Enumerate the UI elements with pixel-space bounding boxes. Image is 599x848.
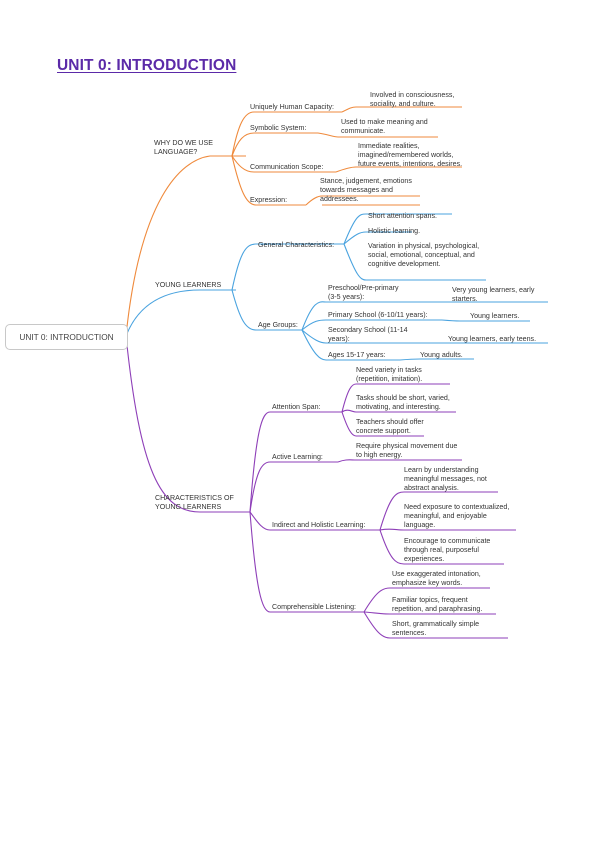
age-item-0-label: Preschool/Pre-primary (3-5 years): <box>328 284 399 301</box>
chars-branch-lines <box>125 335 516 639</box>
age-node: Age Groups: <box>258 321 298 329</box>
attention-item-1: Tasks should be short, varied, motivatin… <box>356 394 450 411</box>
comp-node: Comprehensible Listening: <box>272 603 356 611</box>
age-item-2-detail: Young learners, early teens. <box>448 335 537 343</box>
age-item-1-label: Primary School (6-10/11 years): <box>328 311 428 319</box>
chars-node: CHARACTERISTICS OF YOUNG LEARNERS <box>155 494 234 511</box>
attention-node: Attention Span: <box>272 403 321 411</box>
comp-item-0: Use exaggerated intonation, emphasize ke… <box>392 570 481 587</box>
why-item-2-label: Communication Scope: <box>250 163 324 171</box>
active-detail: Require physical movement due to high en… <box>356 442 458 459</box>
why-item-3-detail: Stance, judgement, emotions towards mess… <box>320 177 412 203</box>
indirect-item-1: Need exposure to contextualized, meaning… <box>404 503 510 529</box>
young-node: YOUNG LEARNERS <box>155 281 222 289</box>
why-item-2-detail: Immediate realities, imagined/remembered… <box>358 142 463 168</box>
why-item-3-label: Expression: <box>250 196 288 204</box>
indirect-item-2: Encourage to communicate through real, p… <box>404 537 491 563</box>
general-node: General Characteristics: <box>258 241 335 249</box>
general-item-1: Holistic learning. <box>368 227 421 235</box>
general-item-0: Short attention spans. <box>368 212 438 220</box>
root-node: UNIT 0: INTRODUCTION <box>5 324 128 350</box>
why-item-0-label: Uniquely Human Capacity: <box>250 103 334 111</box>
why-branch-lines <box>125 106 462 337</box>
indirect-node: Indirect and Holistic Learning: <box>272 521 366 529</box>
comp-item-1: Familiar topics, frequent repetition, an… <box>392 596 483 613</box>
age-item-1-detail: Young learners. <box>470 312 520 320</box>
general-item-2: Variation in physical, psychological, so… <box>368 242 480 268</box>
active-node: Active Learning: <box>272 453 323 461</box>
age-item-0-detail: Very young learners, early starters. <box>452 286 535 303</box>
comp-item-2: Short, grammatically simple sentences. <box>392 620 480 637</box>
page-title: UNIT 0: INTRODUCTION <box>57 57 237 74</box>
age-item-3-detail: Young adults. <box>420 351 463 359</box>
attention-item-2: Teachers should offer concrete support. <box>356 418 424 435</box>
young-branch-lines <box>125 213 548 361</box>
age-item-2-label: Secondary School (11-14 years): <box>328 326 408 343</box>
why-item-1-label: Symbolic System: <box>250 124 307 132</box>
attention-item-0: Need variety in tasks (repetition, imita… <box>356 366 423 383</box>
age-item-3-label: Ages 15-17 years: <box>328 351 386 359</box>
why-item-1-detail: Used to make meaning and communicate. <box>341 118 428 135</box>
why-node: WHY DO WE USE LANGUAGE? <box>154 139 213 156</box>
why-item-0-detail: Involved in consciousness, sociality, an… <box>370 91 455 108</box>
indirect-item-0: Learn by understanding meaningful messag… <box>404 466 487 492</box>
